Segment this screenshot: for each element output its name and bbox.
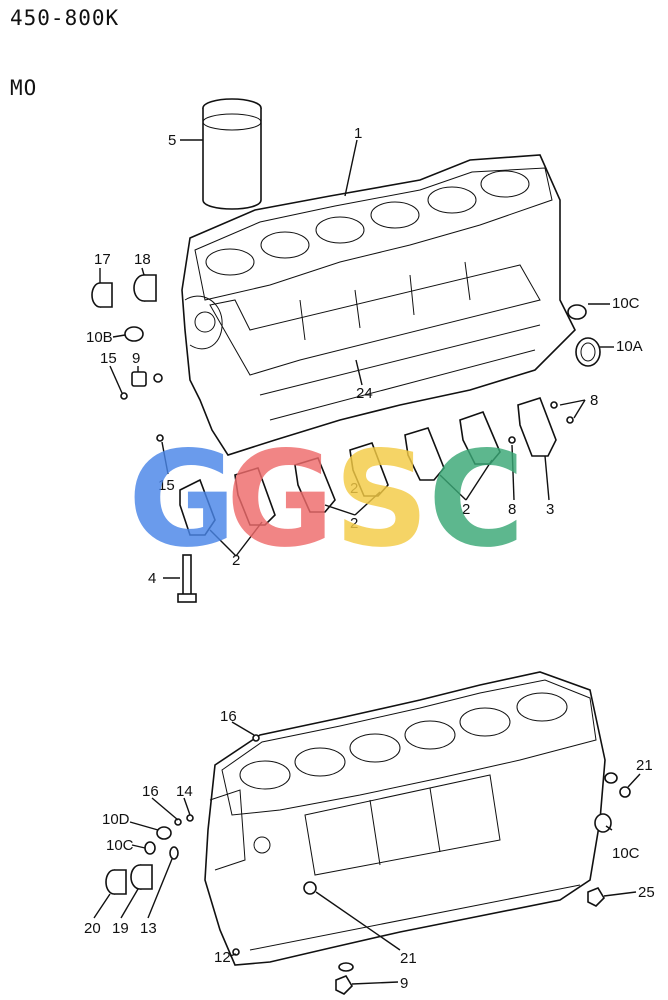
callout-10c-left: 10C	[106, 837, 134, 854]
callout-10a: 10A	[616, 338, 643, 355]
callout-1: 1	[354, 125, 362, 142]
watermark-letter-g1: G	[128, 423, 236, 577]
callout-21-lower: 21	[400, 950, 417, 967]
callout-15: 15	[100, 350, 117, 367]
callout-9-bottom: 9	[400, 975, 408, 992]
callouts-bottom: 16 16 14 10D 10C 20 19 13 21 10C 25 21 1…	[84, 708, 655, 992]
bearing-caps	[156, 397, 574, 536]
callout-2-d: 2	[350, 480, 358, 497]
callout-17: 17	[94, 251, 111, 268]
watermark-letter-s: S	[334, 423, 429, 577]
callout-10b: 10B	[86, 329, 113, 346]
callout-5: 5	[168, 132, 176, 149]
callout-8-lower: 8	[508, 501, 516, 518]
callout-10d: 10D	[102, 811, 130, 828]
callout-15-lower: 15	[158, 477, 175, 494]
leader-lines-bottom	[93, 721, 641, 985]
model-range-title: 450-800K	[10, 6, 120, 30]
cylinder-block-bottom-view	[204, 671, 606, 966]
callout-9: 9	[132, 350, 140, 367]
watermark-letter-c: C	[428, 423, 525, 577]
callout-4: 4	[148, 570, 156, 587]
engine-code-label: MO	[10, 76, 38, 100]
watermark: G G S C	[128, 423, 525, 577]
callout-10c: 10C	[612, 295, 640, 312]
callout-19: 19	[112, 920, 129, 937]
callout-2-c: 2	[462, 501, 470, 518]
callout-2-b: 2	[350, 515, 358, 532]
callout-16-top: 16	[220, 708, 237, 725]
callouts-top: 5 1 17 18 10B 15 9 10C 10A 24 8 15 2 2 2…	[86, 125, 643, 587]
callout-10c-right: 10C	[612, 845, 640, 862]
callout-14: 14	[176, 783, 193, 800]
expansion-plugs	[567, 304, 601, 367]
callout-12: 12	[214, 949, 231, 966]
bushings-group	[91, 274, 163, 400]
callout-21-right: 21	[636, 757, 653, 774]
callout-16-left: 16	[142, 783, 159, 800]
bottom-small-parts	[105, 734, 631, 995]
cylinder-liner-part	[202, 98, 262, 210]
cylinder-block-top-view	[181, 154, 576, 456]
callout-3: 3	[546, 501, 554, 518]
callout-25: 25	[638, 884, 655, 901]
cap-bolt	[177, 554, 197, 603]
callout-13: 13	[140, 920, 157, 937]
leader-lines-top	[99, 139, 614, 579]
callout-18: 18	[134, 251, 151, 268]
watermark-letter-g2: G	[226, 423, 334, 577]
callout-2-a: 2	[232, 552, 240, 569]
callout-20: 20	[84, 920, 101, 937]
callout-8-right: 8	[590, 392, 598, 409]
callout-24: 24	[356, 385, 373, 402]
